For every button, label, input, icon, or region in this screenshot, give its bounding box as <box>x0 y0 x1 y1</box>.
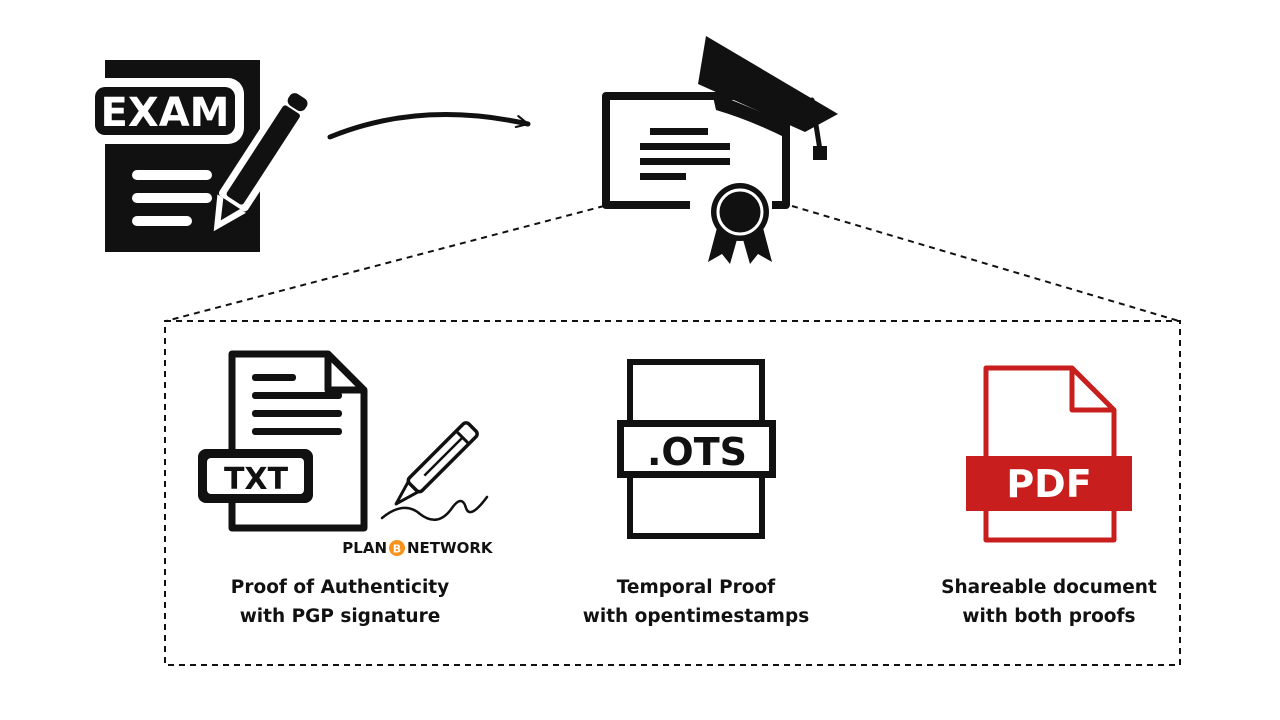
ots-label: .OTS <box>647 430 747 474</box>
svg-text:NETWORK: NETWORK <box>407 539 494 557</box>
caption-line: with opentimestamps <box>582 606 810 627</box>
caption-line: Proof of Authenticity <box>230 577 450 598</box>
exam-icon: EXAM <box>86 60 310 252</box>
caption-line: with both proofs <box>962 606 1136 627</box>
pdf-label: PDF <box>1006 462 1091 506</box>
brand-mark-circle <box>389 540 405 556</box>
fountain-pen-icon <box>380 421 489 521</box>
plan-b-network-logo: PLAN B NETWORK <box>342 539 494 557</box>
zoom-line-right <box>791 205 1180 322</box>
diploma-icon <box>602 36 838 264</box>
txt-label: TXT <box>224 462 289 497</box>
caption-shareable: Shareable document with both proofs <box>899 573 1199 631</box>
ots-file-icon: .OTS <box>617 359 776 539</box>
svg-text:B: B <box>393 543 401 556</box>
caption-line: Temporal Proof <box>616 577 776 598</box>
caption-line: with PGP signature <box>239 606 441 627</box>
pencil-icon <box>213 93 310 232</box>
signature-stroke <box>380 495 489 521</box>
flow-arrow <box>327 112 531 140</box>
svg-text:PLAN: PLAN <box>342 539 387 557</box>
caption-line: Shareable document <box>941 577 1157 598</box>
txt-file-icon: TXT <box>198 350 368 532</box>
exam-label: EXAM <box>101 90 230 136</box>
zoom-line-left <box>165 205 605 322</box>
pdf-file-icon: PDF <box>966 365 1132 543</box>
caption-temporal: Temporal Proof with opentimestamps <box>546 573 846 631</box>
graduation-cap-icon <box>698 36 838 160</box>
award-seal-icon <box>708 183 772 264</box>
caption-authenticity: Proof of Authenticity with PGP signature <box>190 573 490 631</box>
detail-box <box>164 320 1181 666</box>
